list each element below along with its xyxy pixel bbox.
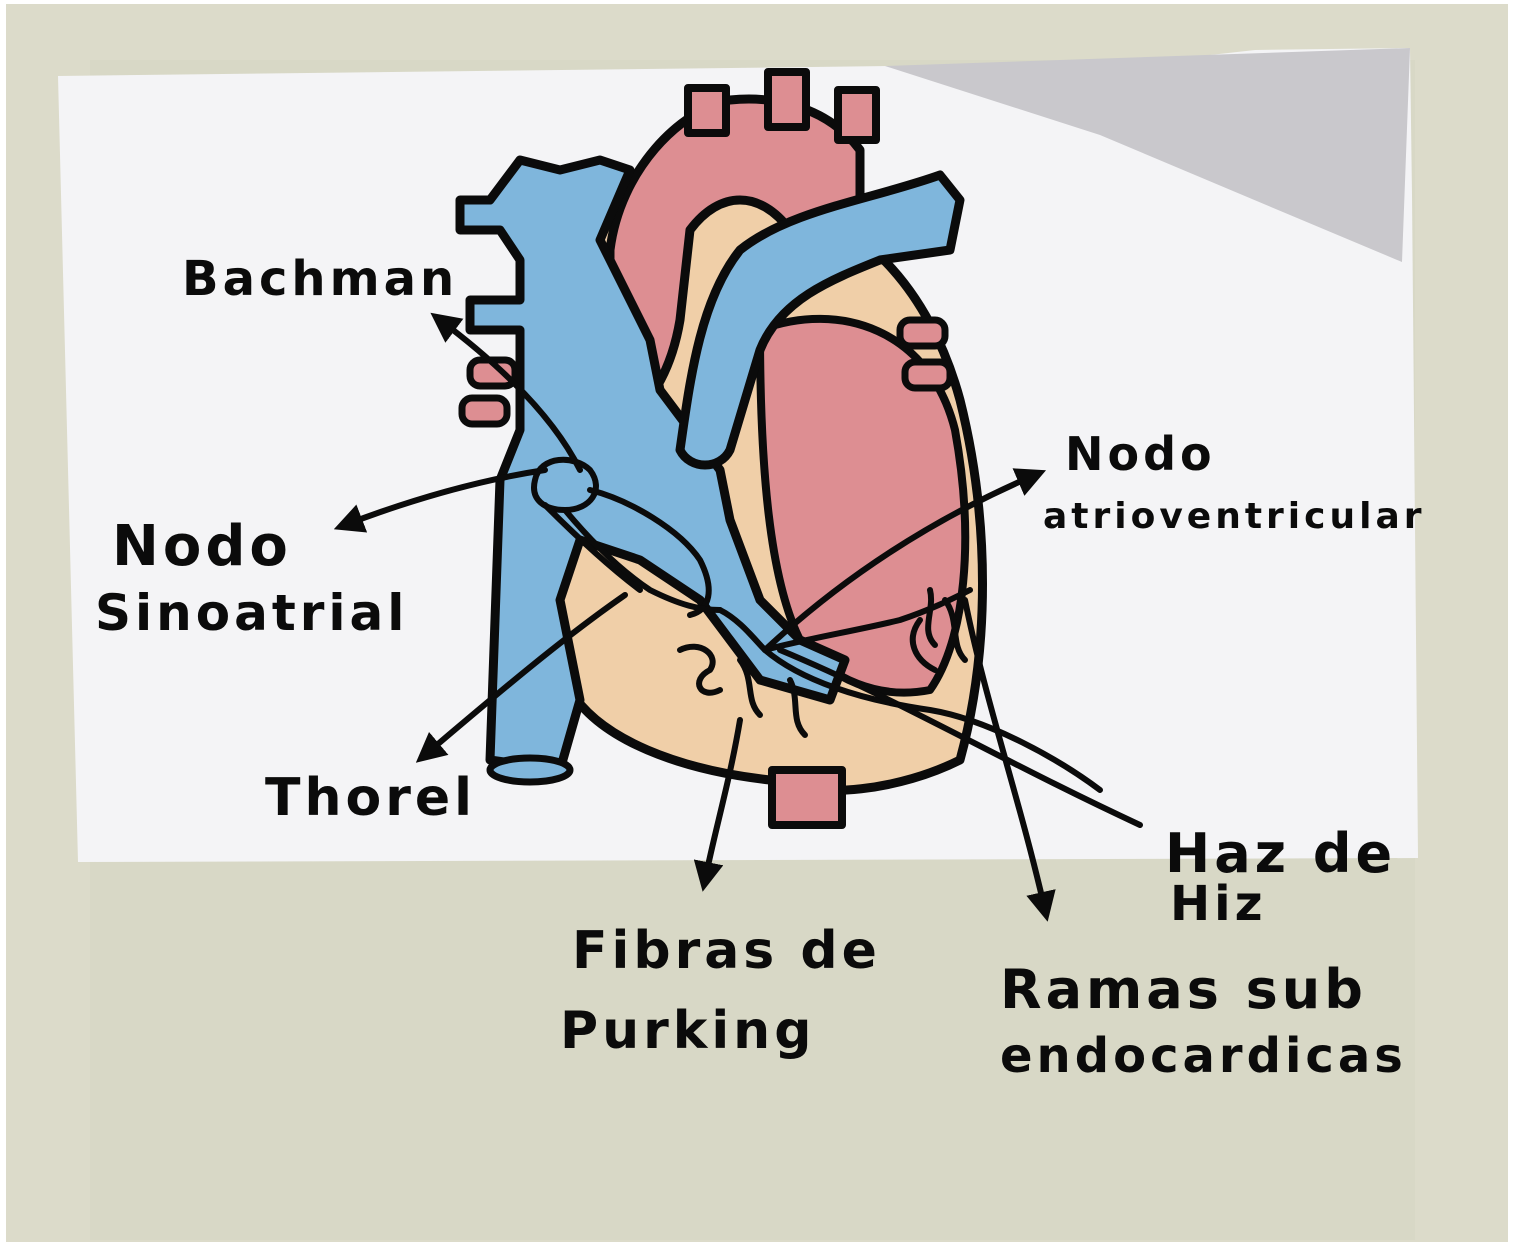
inferior-vena-cava-opening bbox=[490, 758, 570, 782]
label-bachman: Bachman bbox=[182, 251, 458, 307]
aortic-branch-2 bbox=[768, 72, 806, 127]
label-nodo-sinoatrial-line1: Nodo bbox=[112, 514, 292, 579]
label-ramas-line1: Ramas sub bbox=[1000, 958, 1367, 1021]
heart-drawing bbox=[460, 72, 983, 825]
pulmonary-vein-left-2 bbox=[462, 398, 507, 424]
label-thorel: Thorel bbox=[265, 768, 476, 828]
label-nodo-sinoatrial-line2: Sinoatrial bbox=[95, 584, 408, 642]
aortic-branch-1 bbox=[688, 88, 726, 133]
label-fibras-line2: Purking bbox=[560, 1001, 815, 1061]
pulmonary-vein-1 bbox=[900, 320, 945, 346]
descending-aorta bbox=[772, 770, 842, 825]
pulmonary-vein-2 bbox=[905, 362, 950, 388]
aortic-branch-3 bbox=[838, 90, 876, 140]
label-haz-de-his-line2: Hiz bbox=[1170, 876, 1267, 932]
label-ramas-line2: endocardicas bbox=[1000, 1028, 1407, 1084]
label-nodo-av-line2: atrioventricular bbox=[1043, 496, 1426, 537]
label-fibras-line1: Fibras de bbox=[572, 921, 881, 981]
label-nodo-av-line1: Nodo bbox=[1065, 427, 1216, 481]
